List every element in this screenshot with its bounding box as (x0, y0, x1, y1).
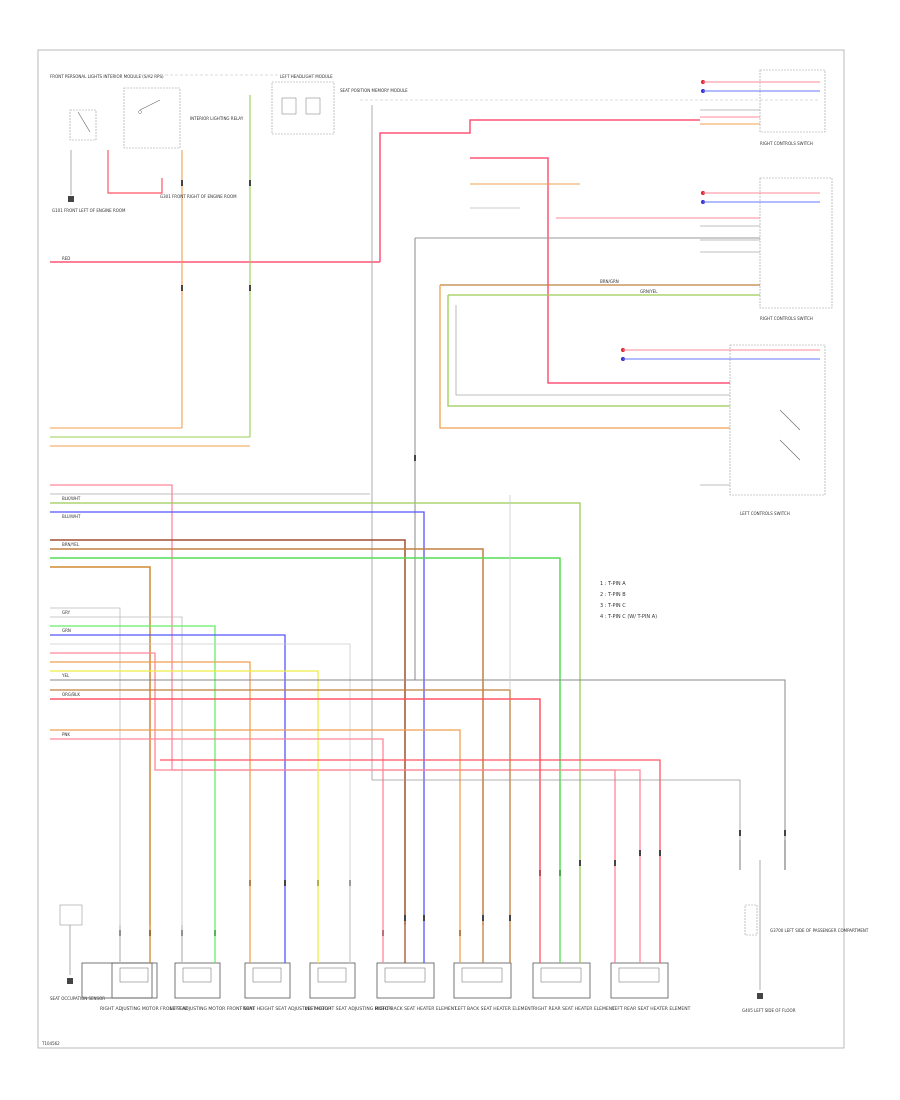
seat-occupation-label: SEAT OCCUPATION SENSOR (50, 996, 105, 1001)
bottom-module-2-label: LEFT ADJUSTING MOTOR FRONT SEAT (170, 1006, 255, 1012)
right-ground-component: G3700 LEFT SIDE OF PASSENGER COMPARTMENT… (742, 860, 869, 1013)
bottom-module-8: LEFT REAR SEAT HEATER ELEMENT (610, 962, 691, 1012)
wire-label-org: ORG/BLK (62, 692, 80, 697)
legend-item-3: 3 : T-PIN C (600, 603, 626, 609)
wire-label-grn: GRN (62, 628, 71, 633)
legend-item-4: 4 : T-PIN C (W/ T-PIN A) (600, 614, 657, 620)
legend-item-2: 2 : T-PIN B (600, 592, 626, 598)
left-bus-group-1 (50, 427, 250, 447)
legend-item-1: 1 : T-PIN A (600, 581, 626, 587)
wire-label-blkwht: BLK/WHT (62, 496, 81, 501)
bottom-module-6: LEFT BACK SEAT HEATER ELEMENT (453, 962, 534, 1012)
legend: 1 : T-PIN A 2 : T-PIN B 3 : T-PIN C 4 : … (600, 581, 657, 620)
bottom-module-4: LEFT HEIGHT SEAT ADJUSTING MOTOR (305, 962, 391, 1012)
interior-light-relay-component: INTERIOR LIGHTING RELAY (107, 87, 244, 194)
wire-label-gry: GRY (62, 610, 71, 615)
interior-light-relay-label: INTERIOR LIGHTING RELAY (190, 116, 244, 121)
seat-module-label: SEAT POSITION MEMORY MODULE (340, 88, 408, 93)
right-controls-2-label: RIGHT CONTROLS SWITCH (760, 316, 813, 321)
left-bus-group-5 (50, 729, 661, 925)
left-bus-group-4 (50, 607, 785, 925)
bottom-module-5: RIGHT BACK SEAT HEATER ELEMENT (375, 962, 457, 1012)
footer-code: T104562 (41, 1041, 60, 1046)
left-headlight-component: LEFT HEADLIGHT MODULE (271, 74, 335, 135)
bottom-module-6-label: LEFT BACK SEAT HEATER ELEMENT (455, 1006, 534, 1012)
bottom-module-7-label: RIGHT REAR SEAT HEATER ELEMENT (533, 1006, 615, 1012)
left-headlight-label: LEFT HEADLIGHT MODULE (280, 74, 333, 79)
ground-2-label: G301 FRONT RIGHT OF ENGINE ROOM (160, 194, 237, 199)
right-controls-switch-1: RIGHT CONTROLS SWITCH (700, 69, 826, 146)
wire-label-pnk: PNK (62, 732, 70, 737)
wire-label-red: RED (62, 256, 70, 261)
right-controls-switch-2: RIGHT CONTROLS SWITCH (700, 177, 833, 321)
seat-occupation-sensor: SEAT OCCUPATION SENSOR (50, 904, 153, 1001)
diagram-frame (37, 49, 845, 1049)
module-drops (119, 840, 786, 963)
bottom-module-8-label: LEFT REAR SEAT HEATER ELEMENT (612, 1006, 691, 1012)
wire-label-yel: YEL (61, 673, 70, 678)
front-left-interface-label: FRONT PERSONAL LIGHTS INTERIOR MODULE (S… (50, 74, 164, 79)
left-bus-group-3 (50, 539, 561, 925)
ground-1-label: G101 FRONT LEFT OF ENGINE ROOM (52, 208, 126, 213)
bottom-module-4-label: LEFT HEIGHT SEAT ADJUSTING MOTOR (305, 1006, 391, 1012)
bottom-module-1-label: RIGHT ADJUSTING MOTOR FRONT SEAT (100, 1006, 188, 1012)
bottom-module-2: LEFT ADJUSTING MOTOR FRONT SEAT (170, 962, 255, 1012)
ground-3-label: G405 LEFT SIDE OF FLOOR (742, 1008, 796, 1013)
bottom-module-3-label: FRONT HEIGHT SEAT ADJUSTING MOTOR (240, 1006, 331, 1012)
wire-label-brn: BRN/GRN (600, 279, 619, 284)
left-bus-group-2 (50, 484, 641, 925)
wire-label-brnyel: BRN/YEL (62, 542, 80, 547)
bottom-module-1: RIGHT ADJUSTING MOTOR FRONT SEAT (100, 962, 188, 1012)
wire-labels: RED BRN/GRN GRN/YEL BLK/WHT BLU/WHT BRN/… (61, 194, 658, 737)
lower-ground-label: G3700 LEFT SIDE OF PASSENGER COMPARTMENT (770, 928, 869, 933)
left-controls-label: LEFT CONTROLS SWITCH (740, 511, 790, 516)
bottom-module-3: FRONT HEIGHT SEAT ADJUSTING MOTOR (240, 962, 331, 1012)
bottom-module-7: RIGHT REAR SEAT HEATER ELEMENT (532, 962, 615, 1012)
front-left-interface-component: FRONT PERSONAL LIGHTS INTERIOR MODULE (S… (50, 74, 164, 213)
seat-module-component: SEAT POSITION MEMORY MODULE (340, 88, 408, 93)
wire-label-blu: BLU/WHT (62, 514, 81, 519)
right-controls-1-label: RIGHT CONTROLS SWITCH (760, 141, 813, 146)
bottom-module-5-label: RIGHT BACK SEAT HEATER ELEMENT (375, 1006, 457, 1012)
left-controls-switch: LEFT CONTROLS SWITCH (621, 344, 826, 516)
wire-label-grnyel: GRN/YEL (640, 289, 658, 294)
